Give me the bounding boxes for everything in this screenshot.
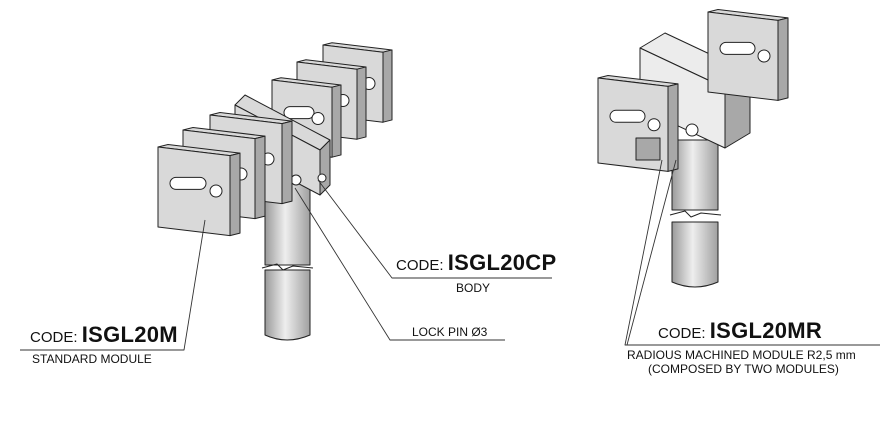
code-value: ISGL20M	[81, 322, 178, 347]
module-plate	[157, 144, 241, 237]
label-isgl20m: CODE: ISGL20M	[30, 322, 178, 348]
code-prefix: CODE:	[396, 257, 444, 274]
module-plate	[707, 9, 789, 101]
label-standard-module: STANDARD MODULE	[32, 352, 152, 366]
hole-icon	[209, 184, 223, 198]
label-isgl20mr: CODE: ISGL20MR	[658, 318, 822, 344]
label-body: BODY	[456, 281, 491, 295]
slot-icon	[283, 106, 315, 120]
right-module-stack	[597, 9, 789, 172]
lock-pin-icon	[685, 123, 699, 137]
label-composed-note: (COMPOSED BY TWO MODULES)	[648, 362, 839, 376]
code-prefix: CODE:	[30, 329, 78, 346]
slot-icon	[609, 109, 646, 123]
slot-icon	[719, 41, 756, 55]
slot-icon	[169, 176, 207, 190]
code-value: ISGL20CP	[447, 250, 557, 275]
hole-icon	[647, 118, 661, 132]
hole-icon	[311, 112, 325, 125]
right-rod	[669, 139, 722, 288]
label-lock-pin: LOCK PIN Ø3	[412, 325, 488, 339]
hole-icon	[757, 49, 771, 63]
label-radius-module: RADIOUS MACHINED MODULE R2,5 mm	[627, 348, 856, 362]
label-isgl20cp: CODE: ISGL20CP	[396, 250, 556, 276]
leader-lines	[20, 159, 880, 351]
code-value: ISGL20MR	[709, 318, 823, 343]
lock-pin-hole-icon	[317, 173, 327, 183]
code-prefix: CODE:	[658, 325, 706, 342]
radius-notch	[635, 137, 661, 161]
left-module-stack	[157, 42, 393, 237]
